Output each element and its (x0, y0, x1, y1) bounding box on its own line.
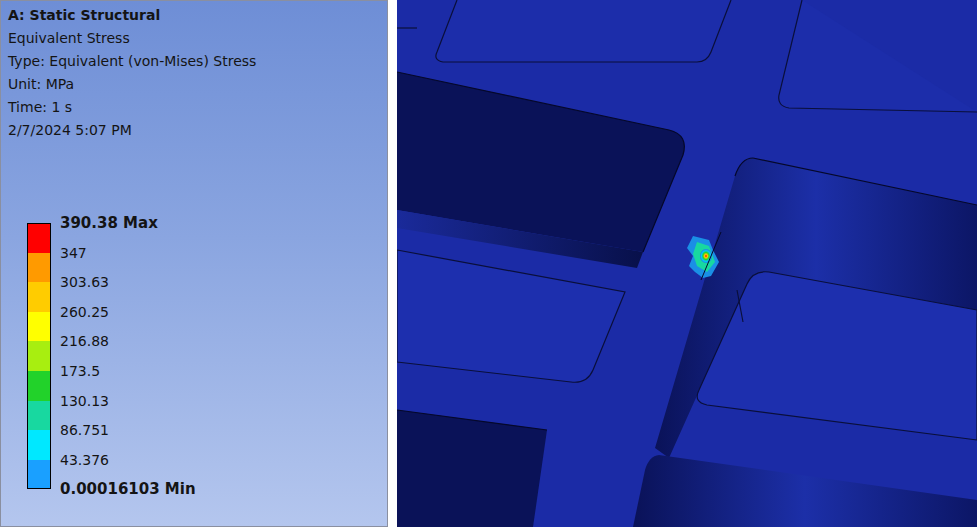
result-info: Type: Equivalent (von-Mises) Stress (8, 52, 256, 70)
legend-value: 347 (60, 244, 87, 262)
legend-swatch (27, 401, 51, 431)
legend-value: 43.376 (60, 451, 109, 469)
legend-value: 0.00016103 Min (60, 480, 196, 498)
result-info: Equivalent Stress (8, 29, 130, 47)
legend-value: 130.13 (60, 392, 109, 410)
legend-value: 390.38 Max (60, 214, 158, 232)
legend-swatch (27, 371, 51, 401)
legend-swatch (27, 223, 51, 253)
legend-value: 260.25 (60, 303, 109, 321)
legend-swatch (27, 282, 51, 312)
legend-value: 303.63 (60, 273, 109, 291)
legend-swatch (27, 341, 51, 371)
result-title: A: Static Structural (8, 6, 160, 24)
legend-value: 86.751 (60, 421, 109, 439)
stress-contour-view (397, 0, 977, 527)
result-info: 2/7/2024 5:07 PM (8, 121, 132, 139)
result-info: Time: 1 s (8, 98, 72, 116)
legend-swatch (27, 460, 51, 490)
legend-value: 173.5 (60, 362, 100, 380)
legend-value: 216.88 (60, 332, 109, 350)
legend-swatch (27, 430, 51, 460)
legend-swatch (27, 312, 51, 342)
legend-swatch (27, 253, 51, 283)
result-info: Unit: MPa (8, 75, 74, 93)
